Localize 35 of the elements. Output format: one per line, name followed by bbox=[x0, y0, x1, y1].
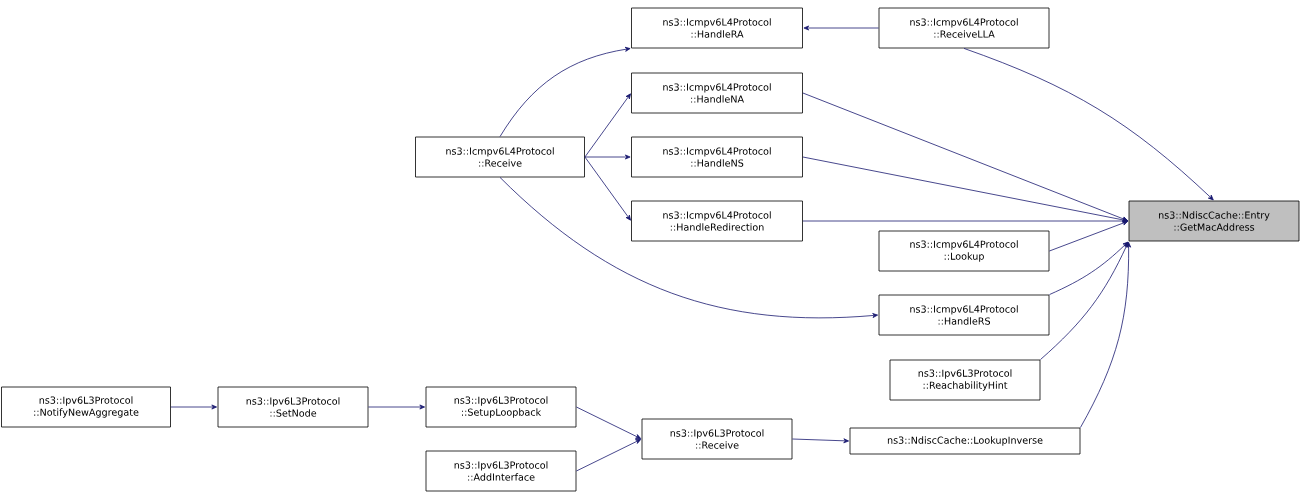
arrow bbox=[499, 46, 631, 137]
arrow bbox=[499, 177, 878, 318]
function-box: ns3::Icmpv6L4Protocol ::Receive bbox=[415, 136, 585, 178]
arrow bbox=[1080, 242, 1132, 428]
function-box: ns3::NdiscCache::LookupInverse bbox=[849, 427, 1081, 455]
function-box: ns3::Icmpv6L4Protocol ::HandleNS bbox=[631, 136, 803, 178]
function-box: ns3::Icmpv6L4Protocol ::HandleNA bbox=[631, 72, 803, 114]
function-box: ns3::Ipv6L3Protocol ::Receive bbox=[641, 418, 793, 460]
arrow bbox=[802, 218, 1128, 224]
arrow bbox=[584, 93, 631, 158]
function-box: ns3::Icmpv6L4Protocol ::HandleRS bbox=[878, 294, 1050, 336]
function-box: ns3::Ipv6L3Protocol ::AddInterface bbox=[425, 450, 577, 492]
arrow bbox=[576, 439, 642, 472]
function-box: ns3::Icmpv6L4Protocol ::ReceiveLLA bbox=[878, 7, 1050, 49]
arrow bbox=[170, 404, 217, 410]
function-box: ns3::Ipv6L3Protocol ::ReachabilityHint bbox=[889, 359, 1041, 401]
arrow bbox=[802, 92, 1129, 222]
function-box: ns3::Ipv6L3Protocol ::NotifyNewAggregate bbox=[1, 386, 171, 428]
arrow bbox=[963, 48, 1214, 201]
arrow bbox=[803, 25, 879, 31]
arrow bbox=[1040, 241, 1129, 360]
function-box: ns3::Icmpv6L4Protocol ::HandleRA bbox=[631, 7, 803, 49]
arrow bbox=[1049, 241, 1129, 295]
arrow bbox=[1049, 220, 1129, 252]
arrow bbox=[792, 438, 849, 444]
arrow bbox=[802, 156, 1128, 223]
function-box: ns3::Ipv6L3Protocol ::SetNode bbox=[217, 386, 369, 428]
function-box: ns3::Icmpv6L4Protocol ::HandleRedirection bbox=[631, 200, 803, 242]
function-box: ns3::Ipv6L3Protocol ::SetupLoopback bbox=[425, 386, 577, 428]
function-box: ns3::Icmpv6L4Protocol ::Lookup bbox=[878, 230, 1050, 272]
function-box: ns3::NdiscCache::Entry ::GetMacAddress bbox=[1128, 200, 1300, 242]
arrow bbox=[584, 156, 631, 221]
arrow bbox=[584, 154, 631, 160]
arrow bbox=[368, 404, 425, 410]
arrow bbox=[576, 406, 642, 439]
